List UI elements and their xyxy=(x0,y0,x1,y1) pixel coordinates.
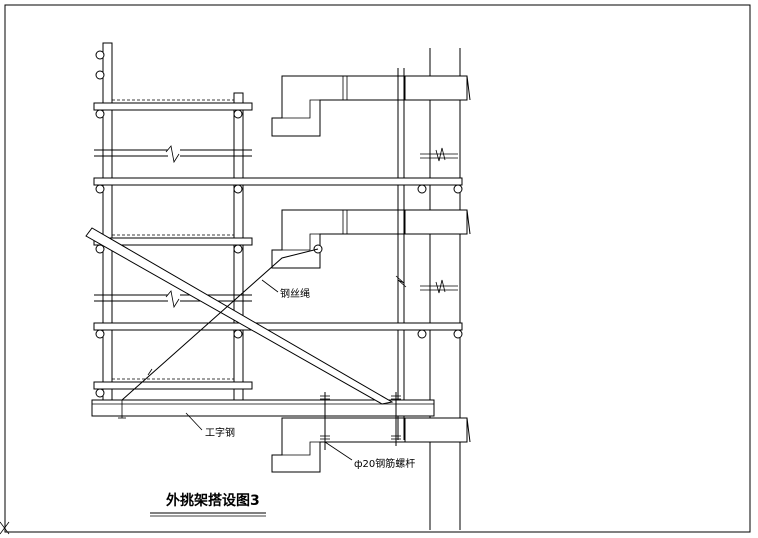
leader-wire-rope xyxy=(261,279,279,293)
label-anchor-bolt: ф20钢筋螺杆 xyxy=(354,457,415,470)
anchor-bolts xyxy=(320,392,401,450)
scaffold-outer-pole xyxy=(102,42,113,401)
floor-slab xyxy=(404,75,471,443)
drawing-frame xyxy=(4,4,751,533)
building-structure xyxy=(404,48,471,530)
label-wire-rope: 钢丝绳 xyxy=(280,287,310,300)
diagonal-strut xyxy=(85,227,394,405)
leader-anchor-bolt xyxy=(324,441,353,461)
inner-pole xyxy=(395,68,407,440)
horizontal-ledgers xyxy=(93,99,463,398)
column-break-mark xyxy=(420,147,458,294)
coupler xyxy=(95,50,105,60)
i-beam xyxy=(91,399,435,417)
balcony-profile-middle xyxy=(271,209,405,269)
coupler xyxy=(95,70,105,80)
drawing-title: 外挑架搭设图3 xyxy=(166,492,260,509)
wire-rope xyxy=(118,248,319,419)
balcony-profile-top xyxy=(271,75,405,137)
leader-i-beam xyxy=(185,412,203,431)
balcony-profile-bottom xyxy=(271,417,405,473)
corner-mark xyxy=(0,521,10,535)
label-i-beam: 工字钢 xyxy=(205,426,235,439)
